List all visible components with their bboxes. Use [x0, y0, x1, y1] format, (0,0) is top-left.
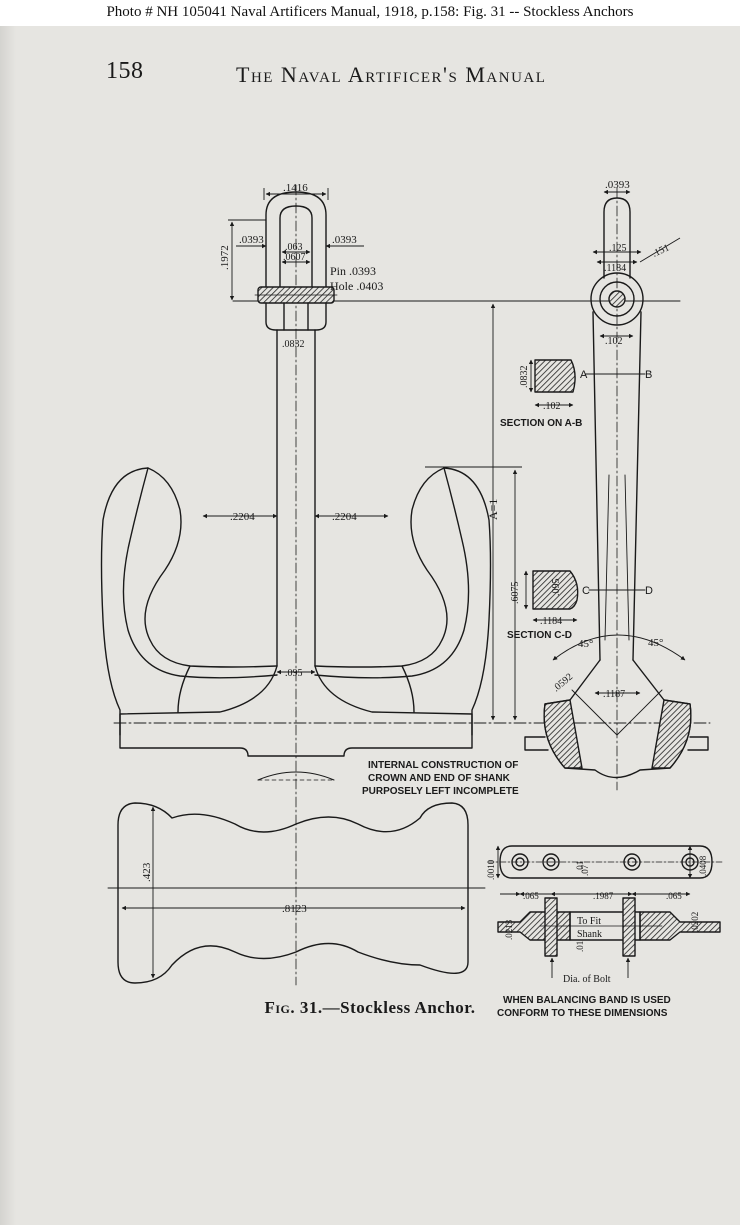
- label-angle-right: 45°: [648, 637, 663, 649]
- running-head: The Naval Artificer's Manual: [236, 62, 547, 87]
- dim-side-top-width: .0393: [605, 179, 630, 191]
- dim-band-top-gap: .01: [575, 861, 585, 872]
- dim-shackle-height: .1972: [219, 245, 231, 270]
- shackle-front: [254, 191, 338, 331]
- page-number: 158: [106, 58, 144, 84]
- balancing-band-detail: [487, 845, 723, 957]
- dim-plan-height: .423: [141, 862, 153, 882]
- dim-band-center-span: .1987: [593, 891, 614, 901]
- dim-eye-outer: .125: [609, 243, 627, 254]
- fluke-right: [314, 467, 492, 736]
- dim-inner-width-bottom: .0607: [283, 252, 306, 263]
- dim-section-ab-height: .0832: [519, 366, 530, 389]
- label-point-b: B: [645, 369, 652, 381]
- dim-shackle-side-right: .0393: [332, 234, 357, 246]
- section-cd-shape: [532, 570, 579, 610]
- label-point-c: C: [582, 585, 590, 597]
- shank-front: [276, 329, 316, 667]
- dim-plan-width: .8123: [282, 903, 307, 915]
- fluke-left: [100, 467, 278, 736]
- dim-crown-thickness: .0592: [551, 671, 575, 694]
- label-point-d: D: [645, 585, 653, 597]
- dim-band-left-offset: .065: [523, 891, 539, 901]
- dim-section-cd-height: .6075: [510, 582, 521, 605]
- band-note-line-1: WHEN BALANCING BAND IS USED: [503, 995, 671, 1006]
- dim-shank-top-front: .0832: [282, 339, 305, 350]
- dim-shank-top-side: .102: [605, 336, 623, 347]
- dim-crown-width: .1187: [603, 689, 625, 700]
- dim-band-right-bolt: .0202: [690, 912, 700, 932]
- dim-eye-inner: .1184: [604, 263, 626, 274]
- label-hole: Hole .0403: [330, 279, 383, 293]
- label-section-ab: SECTION ON A-B: [500, 418, 582, 429]
- label-angle-left: 45°: [578, 638, 593, 650]
- dim-section-cd-inner: .095: [551, 579, 562, 597]
- dim-shackle-side-left: .0393: [239, 234, 264, 246]
- crown-plan-view: [117, 802, 469, 984]
- dim-shank-bottom-front: .095: [285, 668, 303, 679]
- band-note-line-2: CONFORM TO THESE DIMENSIONS: [497, 1008, 668, 1019]
- crown-front: [119, 665, 473, 781]
- dim-band-left-thickness: .0010: [486, 859, 496, 880]
- page-gutter-shadow: [0, 26, 16, 1225]
- dim-band-left-bolt: .0213: [504, 919, 514, 940]
- dim-inner-width-top: .063: [285, 242, 303, 253]
- figure-number: Fig. 31.: [264, 998, 323, 1017]
- dimension-lines: [121, 188, 693, 979]
- figure-caption: Fig. 31.—Stockless Anchor.: [0, 998, 740, 1018]
- dim-section-ab-width: .102: [543, 401, 561, 412]
- dim-arm-left: .2204: [230, 511, 255, 523]
- label-point-a: A: [580, 369, 588, 381]
- section-ab-shape: [534, 359, 576, 393]
- label-dia-of-bolt: Dia. of Bolt: [563, 974, 611, 985]
- label-pin: Pin .0393: [330, 264, 376, 278]
- dim-section-cd-width: .1184: [540, 616, 562, 627]
- label-section-cd: SECTION C-D: [507, 630, 572, 641]
- dim-band-inner-width: .07: [580, 864, 590, 876]
- label-to-fit: To Fit: [577, 916, 601, 927]
- dim-band-bottom-gap: .01: [575, 941, 585, 952]
- anchor-side-view: [524, 187, 709, 791]
- dimension-labels: .1416 .1972 .0393 .0393 .063 .0607 Pin .…: [141, 179, 708, 1019]
- photo-caption: Photo # NH 105041 Naval Artificers Manua…: [0, 0, 740, 26]
- dim-shackle-width: .1416: [283, 182, 308, 194]
- dim-arm-right: .2204: [332, 511, 357, 523]
- dim-band-right-offset: .065: [666, 891, 682, 901]
- crown-note-line-1: INTERNAL CONSTRUCTION OF: [368, 760, 518, 771]
- crown-note-line-3: PURPOSELY LEFT INCOMPLETE: [362, 786, 519, 797]
- dim-band-right-thickness: .0408: [698, 855, 708, 876]
- figure-title: —Stockless Anchor.: [322, 998, 476, 1017]
- label-shank: Shank: [577, 929, 602, 940]
- dim-overall-length: A=1: [486, 499, 500, 520]
- crown-note-line-2: CROWN AND END OF SHANK: [368, 773, 511, 784]
